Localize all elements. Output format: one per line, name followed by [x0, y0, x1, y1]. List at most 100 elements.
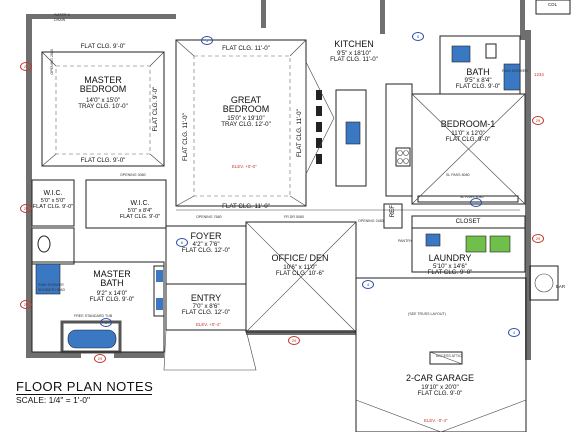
bath-dims: 9'5" x 8'4"FLAT CLG. 9'-0" — [455, 77, 501, 91]
rain-shower — [35, 263, 61, 295]
dryer — [489, 235, 511, 253]
garage-dims: 19'10" x 20'0"FLAT CLG. 9'-0" — [417, 384, 463, 398]
opening-7680-label: OPENING 7680 — [196, 215, 222, 219]
opening-2480-label: OPENING 2480 — [358, 219, 384, 223]
kitchen-dims: 9'5" x 18'10"FLAT CLG. 11'-0" — [330, 50, 378, 64]
great-ceiling-top: FLAT CLG. 11'-0" — [222, 45, 270, 52]
opening-3080-label: OPENING 3080 — [120, 173, 146, 177]
kitchen-name: KITCHEN — [334, 39, 374, 49]
master-ceiling-top: FLAT CLG. 9'-0" — [80, 43, 126, 50]
elevation-marker-2: ELEV. +0'-4" — [196, 322, 221, 327]
bath-sink — [451, 45, 471, 63]
wic-2-walls — [85, 179, 167, 229]
bath-shower — [503, 63, 521, 91]
master-bedroom-walls — [41, 51, 165, 167]
closet-label: CLOSET — [455, 218, 481, 225]
bar-tag: BAR — [556, 284, 566, 289]
north-wall-bath-left — [380, 0, 385, 34]
pantry-label: PANTRY — [398, 239, 413, 243]
wic-2-dims: 5'0" x 8'4"FLAT CLG. 9'-0" — [119, 208, 161, 220]
door-tag: 6 — [176, 238, 188, 247]
great-tray-outline — [193, 55, 291, 197]
column-tag: COL — [548, 2, 558, 7]
kitchen-island — [335, 89, 367, 187]
south-wall-bath — [26, 352, 81, 358]
master-ceiling-bottom: FLAT CLG. 9'-0" — [80, 157, 126, 164]
great-ceiling-bottom: FLAT CLG. 11'-0" — [222, 203, 270, 210]
section-tag: 29 — [288, 336, 300, 345]
laundry-walls — [411, 227, 526, 273]
drain-label: DRAIN — [54, 18, 66, 22]
bedroom-1-dims: 11'0" x 12'0"FLAT CLG. 9'-0" — [445, 130, 491, 144]
section-tag: 29 — [20, 204, 32, 213]
water-heater-box — [529, 265, 559, 301]
master-bath-dims: 9'2" x 14'0"FLAT CLG. 9'-0" — [89, 290, 135, 304]
attic-access — [429, 351, 463, 365]
door-tag-1234: 1234 — [534, 72, 544, 77]
opening-2880-label: OPENING 2880 — [49, 49, 54, 75]
wic-2-name: W.I.C. — [130, 200, 150, 207]
door-tag: 4 — [508, 328, 520, 337]
sl-pass-top-label: SL PASS 8080 — [446, 173, 470, 177]
cooktop — [395, 147, 411, 167]
access-attic-label: ACCESS ATTIC — [436, 354, 462, 358]
rain-shower-right-label: RAIN SHOWER — [502, 69, 528, 73]
west-exterior-wall — [26, 14, 32, 358]
section-tag: 29 — [20, 62, 32, 71]
notes-underline — [16, 394, 152, 395]
floor-plan-notes-title: FLOOR PLAN NOTES — [16, 379, 154, 394]
window-tag: 5 — [412, 32, 424, 41]
door-tag: 4 — [362, 280, 374, 289]
master-ceiling-right: FLAT CLG. 9'-0" — [151, 86, 159, 132]
office-den-dims: 10'6" x 11'0"FLAT CLG. 10'-6" — [275, 264, 325, 278]
wic-1-name: W.I.C. — [43, 190, 63, 197]
wic-1-walls — [31, 179, 75, 227]
elevation-marker-1: ELEV. +0'-0" — [232, 164, 257, 169]
section-tag: 29 — [20, 300, 32, 309]
fr-dr-label: FR DR 5080 — [284, 215, 304, 219]
north-wall-bath-right — [520, 0, 525, 40]
vanity — [153, 265, 165, 317]
ref-label: REF — [388, 204, 396, 218]
bath-name: BATH — [466, 67, 490, 77]
office-den-name: OFFICE/ DEN — [271, 253, 329, 263]
east-exterior-wall — [525, 30, 531, 360]
refrigerator — [383, 203, 403, 229]
free-standing-tub — [67, 329, 117, 349]
sl-pass-bottom-label: SL PASS 8080 — [460, 195, 484, 199]
south-wall-entry — [114, 352, 164, 358]
laundry-name: LAUNDRY — [428, 253, 472, 263]
garage-walls — [355, 277, 527, 432]
bedroom-1-name: BEDROOM-1 — [440, 119, 496, 129]
floor-plan-scale: SCALE: 1/4" = 1'-0" — [16, 395, 91, 405]
washer — [465, 235, 487, 253]
north-wall-stub — [261, 0, 266, 28]
mechanical-box-top — [535, 0, 571, 15]
rain-shower-label: RAIN SHOWER — [38, 283, 64, 287]
office-den-walls — [245, 221, 357, 333]
master-bedroom-dims: 14'0" x 15'0"TRAY CLG. 10'-0" — [78, 97, 128, 111]
entry-dims: 7'0" x 8'6"FLAT CLG. 12'-0" — [181, 303, 231, 317]
great-bedroom-dims: 15'0" x 19'10"TRAY CLG. 12'-0" — [221, 115, 271, 129]
shower-head-label: SHOWER HEAD — [38, 288, 66, 292]
section-tag: 29 — [94, 354, 106, 363]
garage-name: 2-CAR GARAGE — [405, 373, 475, 383]
elevation-marker-3: ELEV. -0'-4" — [424, 418, 448, 423]
kitchen-sink — [345, 121, 361, 145]
foyer-dims: 4'2" x 7'6"FLAT CLG. 12'-0" — [181, 241, 231, 255]
north-wall-left — [26, 14, 176, 19]
foyer-name: FOYER — [190, 231, 222, 241]
window-tag: 5 — [470, 198, 482, 207]
great-ceiling-right: FLAT CLG. 11'-0" — [295, 109, 303, 157]
bath-toilet — [485, 43, 497, 59]
door-tag: 6 — [100, 318, 112, 327]
bedroom-1-walls — [411, 93, 526, 205]
section-tag: 29 — [532, 116, 544, 125]
wic-1-dims: 5'0" x 5'0"FLAT CLG. 9'-0" — [32, 198, 74, 210]
water-label: WATER & — [54, 13, 70, 17]
